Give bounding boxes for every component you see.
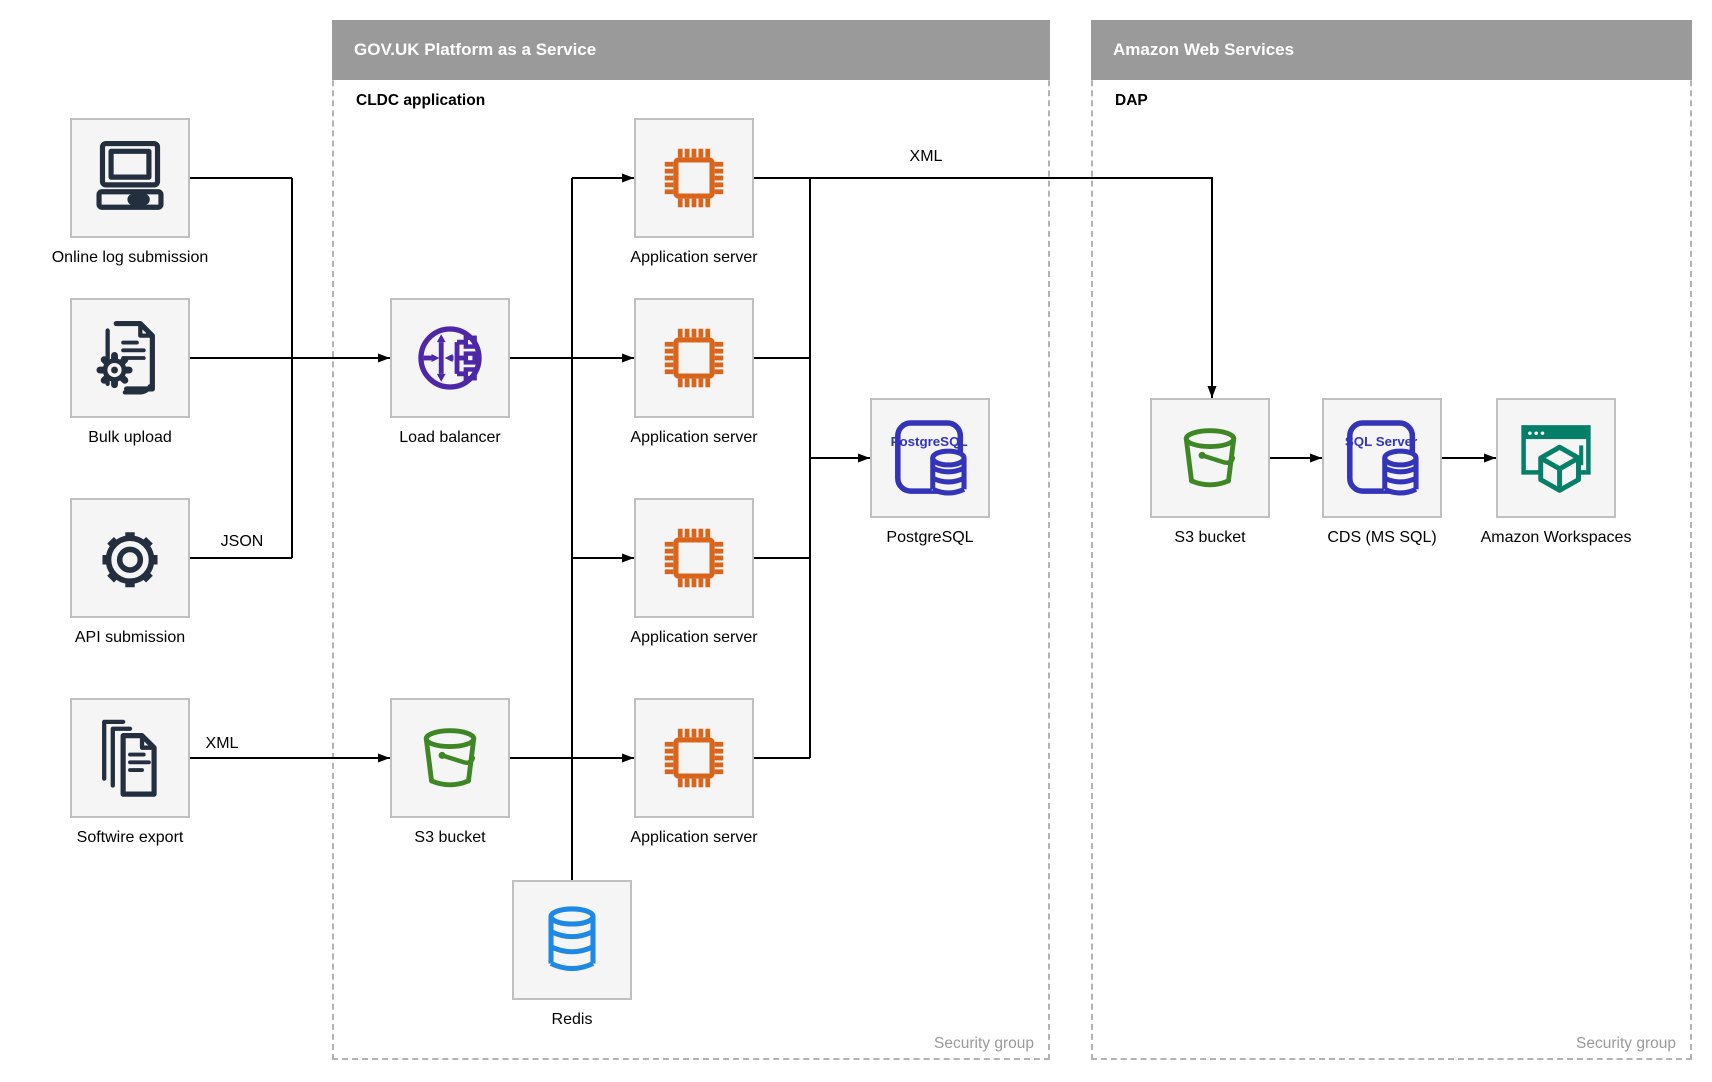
load-balancer-icon (418, 326, 482, 390)
node-redis (512, 880, 632, 1000)
container-govuk-paas-sublabel: CLDC application (356, 92, 486, 109)
node-s3-bucket-paas (390, 698, 510, 818)
documents-icon (102, 719, 157, 797)
computer-icon (96, 141, 164, 210)
node-amazon-workspaces-label: Amazon Workspaces (1480, 529, 1632, 546)
node-softwire-export (70, 698, 190, 818)
node-application-server-1-label: Application server (630, 249, 758, 266)
node-amazon-workspaces (1496, 398, 1616, 518)
node-cds-mssql: SQL Server (1322, 398, 1442, 518)
node-application-server-1 (634, 118, 754, 238)
node-api-submission (70, 498, 190, 618)
workspaces-icon (1521, 425, 1591, 493)
node-load-balancer-label: Load balancer (399, 429, 501, 446)
edge-label-xml-aws: XML (909, 148, 943, 165)
container-aws-title: Amazon Web Services (1113, 40, 1295, 59)
node-s3-bucket-paas-label: S3 bucket (414, 829, 486, 846)
node-api-submission-label: API submission (74, 629, 186, 646)
node-application-server-3 (634, 498, 754, 618)
sql-server-icon: SQL Server (1345, 420, 1419, 496)
container-govuk-paas-security-group-label: Security group (934, 1035, 1034, 1052)
bucket-icon (1183, 428, 1237, 488)
container-govuk-paas-header: GOV.UK Platform as a Service (332, 20, 1050, 80)
node-online-log-submission-label: Online log submission (51, 249, 209, 266)
node-postgresql: PostgreSQL (870, 398, 990, 518)
node-bulk-upload-label: Bulk upload (88, 429, 172, 446)
node-online-log-submission (70, 118, 190, 238)
container-govuk-paas-title: GOV.UK Platform as a Service (354, 40, 597, 59)
node-s3-bucket-aws-label: S3 bucket (1174, 529, 1246, 546)
edge-label-json: JSON (220, 533, 264, 550)
gear-icon (102, 532, 158, 588)
sql-server-icon-text: SQL Server (1345, 434, 1417, 449)
node-application-server-4-label: Application server (630, 829, 758, 846)
edge-label-xml-softwire: XML (205, 735, 239, 752)
chip-icon (664, 148, 724, 208)
node-postgresql-label: PostgreSQL (886, 529, 974, 546)
node-application-server-2-label: Application server (630, 429, 758, 446)
chip-icon (664, 528, 724, 588)
container-govuk-paas: GOV.UK Platform as a Service CLDC applic… (332, 20, 1050, 1060)
node-s3-bucket-aws (1150, 398, 1270, 518)
postgresql-icon-text: PostgreSQL (891, 434, 968, 449)
container-aws-security-group-label: Security group (1576, 1035, 1676, 1052)
node-softwire-export-label: Softwire export (76, 829, 184, 846)
container-aws: Amazon Web Services DAP Security group (1091, 20, 1692, 1060)
container-aws-header: Amazon Web Services (1091, 20, 1692, 80)
node-application-server-3-label: Application server (630, 629, 758, 646)
document-gear-icon (96, 321, 155, 395)
edge-app1-to-aws-s3 (754, 177, 1217, 398)
node-application-server-2 (634, 298, 754, 418)
database-icon (548, 906, 596, 972)
node-redis-label: Redis (551, 1011, 593, 1028)
chip-icon (664, 728, 724, 788)
postgresql-icon: PostgreSQL (891, 420, 968, 496)
node-bulk-upload (70, 298, 190, 418)
container-aws-sublabel: DAP (1115, 92, 1148, 109)
node-cds-mssql-label: CDS (MS SQL) (1327, 529, 1437, 546)
chip-icon (664, 328, 724, 388)
bucket-icon (423, 728, 477, 788)
node-load-balancer (390, 298, 510, 418)
node-application-server-4 (634, 698, 754, 818)
